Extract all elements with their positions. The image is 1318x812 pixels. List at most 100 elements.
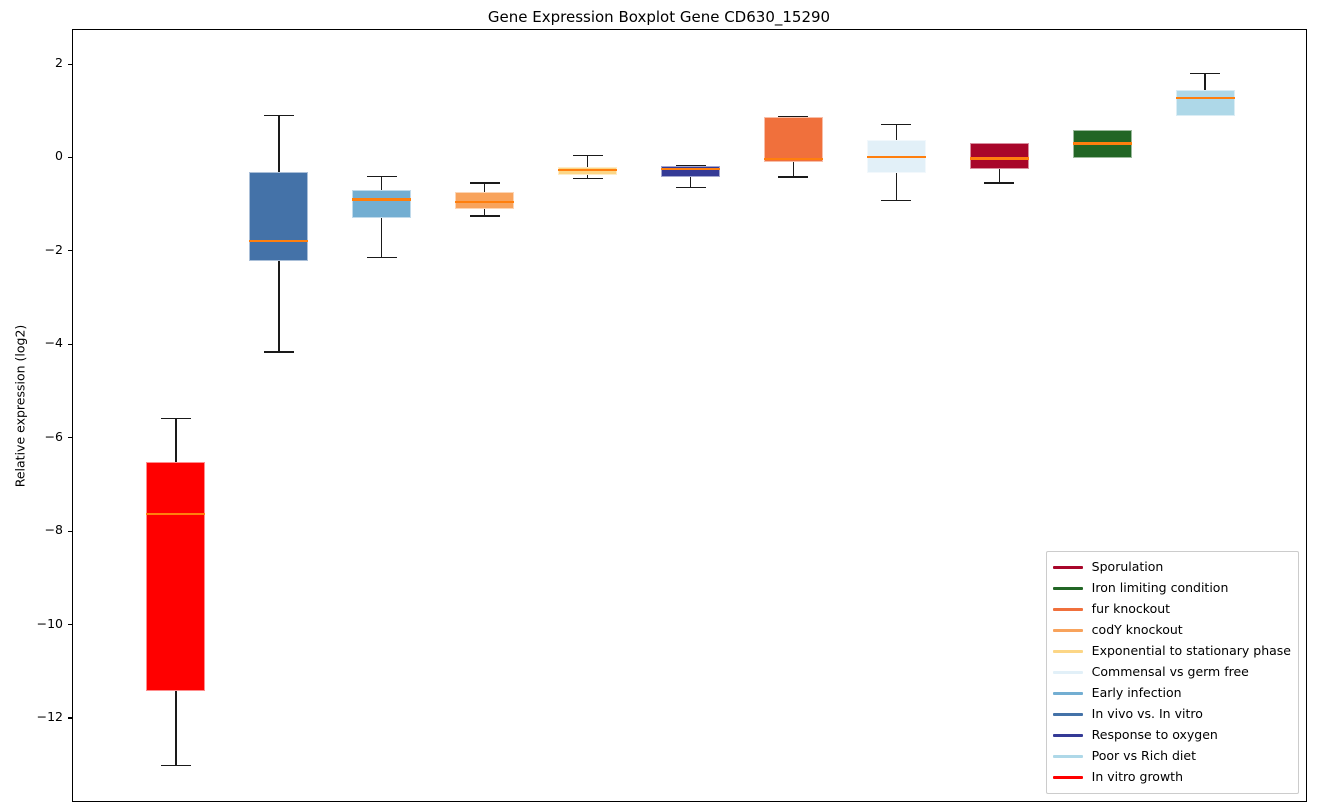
- page-title: Gene Expression Boxplot Gene CD630_15290: [487, 8, 831, 26]
- y-axis-tick-mark: [67, 343, 72, 345]
- legend-item-label: Sporulation: [1091, 559, 1164, 575]
- y-axis-tick-mark: [67, 156, 72, 159]
- legend-item[interactable]: Sporulation: [1052, 557, 1291, 578]
- legend-color-swatch: [1052, 713, 1083, 716]
- whisker-cap-lower: [469, 215, 500, 217]
- whisker-cap-upper: [469, 182, 500, 184]
- box-rect[interactable]: [455, 191, 515, 209]
- legend-item[interactable]: Exponential to stationary phase: [1052, 641, 1291, 662]
- legend-item[interactable]: Poor vs Rich diet: [1052, 746, 1291, 767]
- legend-item[interactable]: fur knockout: [1052, 599, 1291, 620]
- legend-item-label: Response to oxygen: [1091, 727, 1218, 743]
- whisker-upper: [483, 182, 486, 192]
- legend-item-label: Early infection: [1091, 685, 1182, 701]
- boxplot-box[interactable]: [352, 30, 412, 803]
- whisker-upper: [586, 154, 589, 168]
- boxplot-box[interactable]: [1175, 30, 1235, 803]
- legend-item[interactable]: Commensal vs germ free: [1052, 662, 1291, 683]
- box-rect[interactable]: [969, 142, 1029, 170]
- legend-color-swatch: [1052, 755, 1083, 758]
- y-axis-label: Relative expression (log2): [12, 324, 28, 488]
- median-line: [455, 200, 515, 203]
- legend-item[interactable]: codY knockout: [1052, 620, 1291, 641]
- legend-color-swatch: [1052, 776, 1083, 779]
- y-axis-tick-mark: [67, 717, 72, 719]
- y-axis-tick-label: −8: [44, 522, 63, 538]
- legend-item[interactable]: In vitro growth: [1052, 767, 1291, 788]
- boxplot-box[interactable]: [763, 30, 823, 803]
- boxplot-box[interactable]: [558, 30, 618, 803]
- box-rect[interactable]: [558, 167, 618, 176]
- y-axis-tick-label: −2: [44, 241, 63, 257]
- median-line: [763, 158, 823, 161]
- median-line: [661, 168, 720, 171]
- whisker-cap-upper: [675, 165, 706, 167]
- y-axis-tick-label: −10: [36, 615, 63, 631]
- whisker-upper: [175, 417, 177, 463]
- legend-item[interactable]: Early infection: [1052, 683, 1291, 704]
- whisker-cap-lower: [160, 764, 191, 767]
- legend-color-swatch: [1052, 587, 1083, 590]
- whisker-upper: [381, 175, 383, 191]
- median-line: [866, 155, 926, 159]
- legend-item-label: fur knockout: [1091, 601, 1171, 617]
- legend-color-swatch: [1052, 692, 1083, 695]
- y-axis-tick-mark: [67, 250, 72, 252]
- whisker-lower: [998, 169, 1000, 183]
- y-axis-tick-label: 2: [55, 55, 63, 71]
- y-axis-tick-label: −4: [44, 335, 63, 351]
- box-rect[interactable]: [249, 171, 309, 261]
- boxplot-box[interactable]: [249, 30, 309, 803]
- median-line: [1175, 97, 1235, 100]
- median-line: [352, 198, 412, 201]
- legend-item[interactable]: Response to oxygen: [1052, 725, 1291, 746]
- whisker-cap-lower: [675, 186, 706, 189]
- whisker-upper: [278, 115, 280, 172]
- boxplot-box[interactable]: [661, 30, 720, 803]
- whisker-cap-lower: [778, 176, 809, 178]
- y-axis-tick-mark: [67, 624, 72, 626]
- whisker-lower: [792, 161, 795, 177]
- legend-item[interactable]: In vivo vs. In vitro: [1052, 704, 1291, 725]
- boxplot-box[interactable]: [969, 30, 1029, 803]
- whisker-cap-lower: [881, 200, 912, 202]
- whisker-cap-lower: [366, 256, 397, 258]
- median-line: [249, 239, 309, 242]
- boxplot-box[interactable]: [1072, 30, 1132, 803]
- median-line: [969, 157, 1029, 160]
- box-rect[interactable]: [661, 166, 720, 178]
- legend-item-label: codY knockout: [1091, 622, 1183, 638]
- boxplot-box[interactable]: [866, 30, 926, 803]
- whisker-upper: [1204, 72, 1206, 91]
- whisker-cap-lower: [263, 351, 294, 353]
- legend-item-label: In vivo vs. In vitro: [1091, 706, 1203, 722]
- whisker-cap-lower: [572, 178, 603, 180]
- y-axis-tick-label: 0: [55, 148, 63, 164]
- legend-color-swatch: [1052, 566, 1083, 569]
- legend-item[interactable]: Iron limiting condition: [1052, 578, 1291, 599]
- box-rect[interactable]: [763, 116, 823, 162]
- whisker-upper: [895, 123, 898, 140]
- whisker-cap-upper: [572, 154, 603, 157]
- whisker-cap-lower: [984, 182, 1015, 184]
- whisker-lower: [895, 173, 898, 200]
- legend-color-swatch: [1052, 734, 1083, 737]
- whisker-cap-upper: [881, 123, 912, 126]
- box-rect[interactable]: [146, 462, 206, 691]
- legend-color-swatch: [1052, 671, 1083, 674]
- y-axis-tick-mark: [67, 63, 72, 65]
- y-axis-tick-label: −12: [36, 708, 63, 724]
- whisker-cap-upper: [263, 115, 294, 117]
- legend-color-swatch: [1052, 629, 1083, 632]
- box-rect[interactable]: [1175, 90, 1235, 116]
- legend-color-swatch: [1052, 608, 1083, 611]
- legend-item-label: Commensal vs germ free: [1091, 664, 1249, 680]
- box-rect[interactable]: [352, 190, 412, 219]
- legend-item-label: Poor vs Rich diet: [1091, 748, 1196, 764]
- whisker-lower: [381, 218, 383, 257]
- boxplot-box[interactable]: [455, 30, 515, 803]
- whisker-cap-upper: [366, 175, 397, 178]
- boxplot-box[interactable]: [146, 30, 206, 803]
